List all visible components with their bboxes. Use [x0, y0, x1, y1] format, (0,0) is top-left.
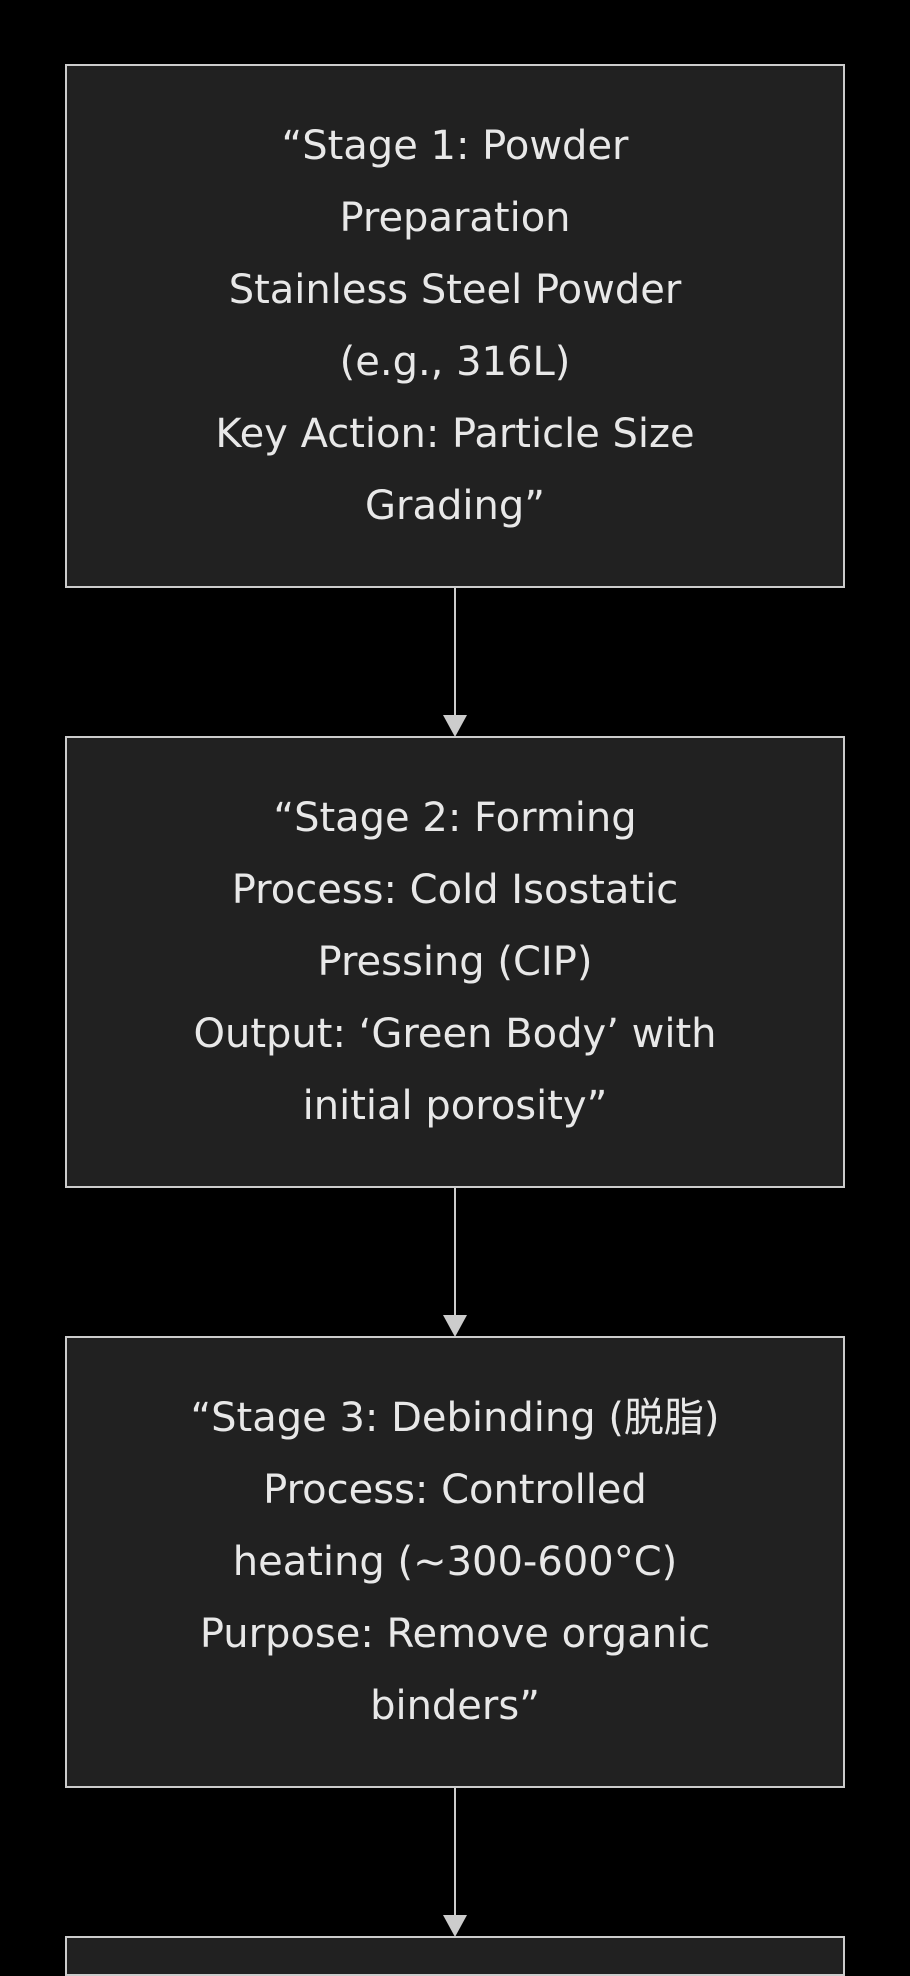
stage-2-line: Process: Cold Isostatic [231, 867, 679, 913]
stage-3-node: “Stage 3: Debinding (脱脂) Process: Contro… [65, 1336, 845, 1788]
stage-1-line: Preparation [339, 195, 571, 241]
stage-3-line: binders” [370, 1683, 540, 1729]
arrowhead-icon [443, 715, 467, 737]
edge-stage3-to-stage4 [443, 1788, 467, 1937]
edge-stage1-to-stage2 [443, 588, 467, 737]
stage-1-line: Stainless Steel Powder [228, 267, 682, 313]
stage-3-line: heating (~300-600°C) [232, 1539, 678, 1585]
stage-1-node: “Stage 1: Powder Preparation Stainless S… [65, 64, 845, 588]
stage-2-node: “Stage 2: Forming Process: Cold Isostati… [65, 736, 845, 1188]
edge-stage2-to-stage3 [443, 1188, 467, 1337]
stage-1-line: (e.g., 316L) [339, 339, 571, 385]
stage-3-line: Process: Controlled [263, 1467, 647, 1513]
stage-3-label: “Stage 3: Debinding (脱脂) Process: Contro… [155, 1382, 755, 1742]
arrowhead-icon [443, 1915, 467, 1937]
stage-2-line: Pressing (CIP) [317, 939, 593, 985]
stage-2-label: “Stage 2: Forming Process: Cold Isostati… [155, 782, 755, 1142]
stage-2-line: Output: ‘Green Body’ with [193, 1011, 717, 1057]
stage-2-line: initial porosity” [302, 1083, 608, 1129]
stage-3-line: “Stage 3: Debinding (脱脂) [190, 1395, 720, 1441]
stage-1-label: “Stage 1: Powder Preparation Stainless S… [155, 110, 755, 542]
stage-1-line: “Stage 1: Powder [281, 123, 629, 169]
stage-4-node [65, 1936, 845, 1976]
stage-1-line: Key Action: Particle Size [215, 411, 695, 457]
arrowhead-icon [443, 1315, 467, 1337]
stage-1-line: Grading” [365, 483, 545, 529]
stage-2-line: “Stage 2: Forming [273, 795, 637, 841]
stage-3-line: Purpose: Remove organic [199, 1611, 711, 1657]
